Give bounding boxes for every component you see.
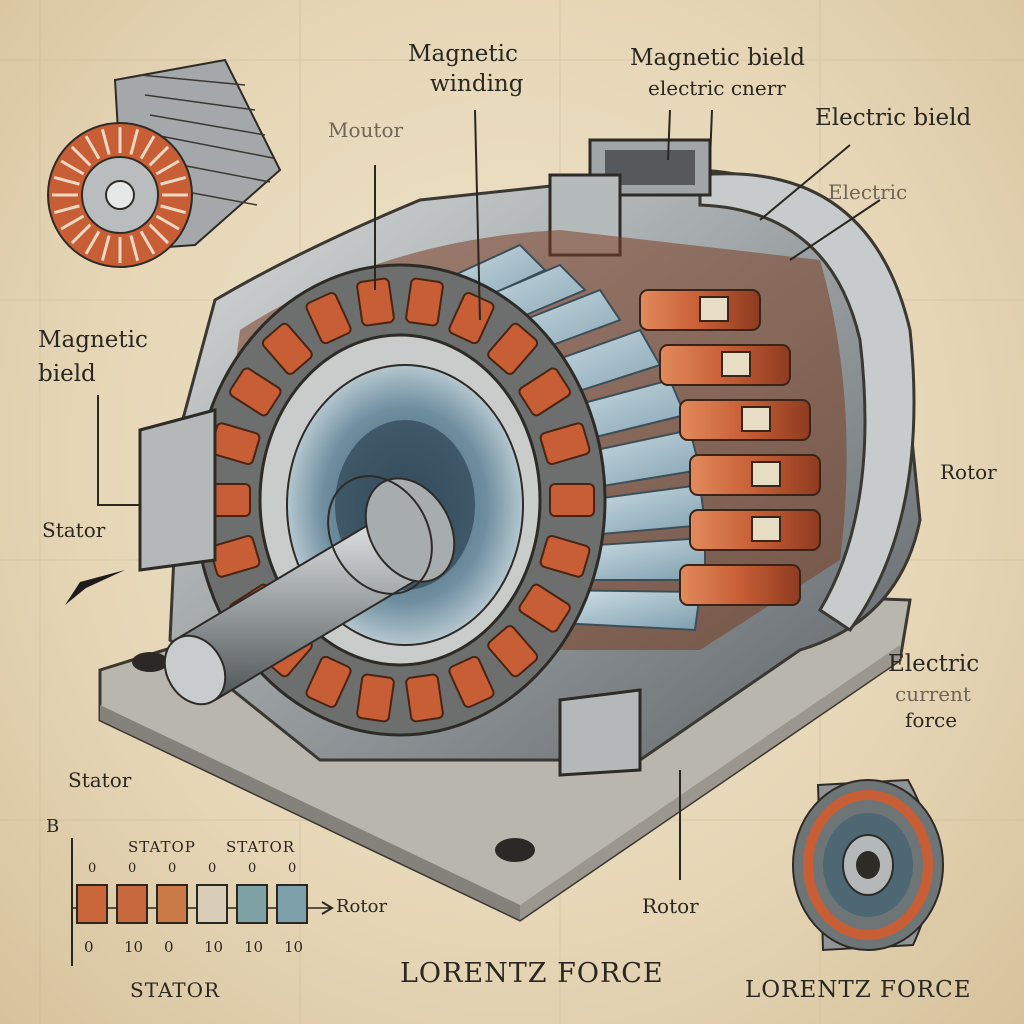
mini-stator-tooth — [160, 204, 187, 215]
label-magnetic-winding-2: winding — [430, 71, 524, 97]
label-magnetic-winding-1: Magnetic — [408, 41, 518, 67]
stator-winding-coil — [448, 655, 495, 708]
stator-winding-coil — [448, 292, 495, 345]
stator-winding-coil — [487, 322, 539, 375]
mount-foot-left — [138, 408, 217, 572]
legend-swatch — [196, 884, 228, 924]
legend-top-number: 0 — [128, 861, 137, 876]
legend-swatch — [116, 884, 148, 924]
end-ring — [698, 172, 916, 633]
small-stator-sketch — [47, 58, 282, 268]
mini-stator-tooth — [70, 145, 92, 167]
stator-winding-coil — [356, 673, 395, 723]
stator-winding-coil — [405, 673, 444, 723]
mini-stator-tooth — [84, 135, 101, 160]
legend-header-right: STATOR — [226, 838, 296, 856]
legend-swatch — [236, 884, 268, 924]
stator-winding-coil — [539, 422, 591, 465]
legend-bottom-number: 10 — [284, 938, 304, 956]
legend-panel: B STATOP STATOR 0 0 0 10 0 0 0 10 0 10 0 10 Rotor S… — [40, 816, 387, 1008]
mini-stator-tooth — [100, 235, 111, 262]
stator-winding-coil — [539, 535, 591, 578]
label-electric-cnerr: electric cnerr — [648, 76, 786, 100]
coil-terminals — [699, 296, 781, 542]
legend-swatch — [276, 884, 308, 924]
small-rotor-sketch — [792, 778, 944, 952]
legend-swatch-row: 0 0 0 10 0 0 0 10 0 10 0 10 — [76, 862, 316, 972]
stator-winding-coil — [518, 583, 571, 633]
mini-stator-tooth — [84, 230, 101, 255]
mini-stator-tooth — [155, 214, 180, 231]
label-lorentz-center: LORENTZ FORCE — [400, 958, 664, 989]
label-rotor-right: Rotor — [940, 460, 997, 484]
legend-top-number: 0 — [208, 861, 217, 876]
legend-top-number: 0 — [248, 861, 257, 876]
motor-shaft — [163, 475, 456, 706]
label-motor: Moutor — [328, 118, 404, 142]
mount-hole-left — [132, 652, 168, 672]
legend-rotor-label: Rotor — [336, 896, 388, 917]
legend-header-left: STATOP — [128, 838, 196, 856]
mini-stator-tooth — [129, 235, 140, 262]
legend-swatch — [76, 884, 108, 924]
mini-stator-tooth — [139, 230, 156, 255]
check-mark-icon — [65, 570, 125, 605]
mini-stator-tooth — [60, 159, 85, 176]
stator-winding-coil — [549, 483, 595, 517]
mini-stator-tooth — [129, 128, 140, 155]
stator-winding-coil — [229, 367, 282, 417]
label-electric-small: Electric — [828, 180, 908, 204]
label-current-right: current — [895, 682, 971, 706]
label-force-right: force — [905, 708, 958, 732]
label-magnetic-bield-left-1: Magnetic — [38, 327, 148, 353]
legend-top-number: 0 — [168, 861, 177, 876]
mini-stator-tooth — [60, 214, 85, 231]
label-stator-left: Stator — [42, 518, 106, 542]
mini-stator-tooth — [160, 175, 187, 186]
legend-bottom-number: 10 — [124, 938, 144, 956]
label-electric-right: Electric — [888, 651, 980, 677]
legend-bottom-number: 0 — [84, 938, 94, 956]
stator-winding-coil — [518, 367, 571, 417]
mini-stator-tooth — [155, 159, 180, 176]
mini-stator-tooth — [100, 128, 111, 155]
mini-stator-tooth — [53, 204, 80, 215]
label-magnetic-bield-left-2: bield — [38, 361, 96, 387]
stator-winding-coil — [487, 625, 539, 678]
mini-stator-tooth — [148, 223, 170, 245]
mini-stator-tooth — [70, 223, 92, 245]
stator-winding-coil — [261, 322, 313, 375]
mini-stator-tooth — [139, 135, 156, 160]
label-rotor-bottom: Rotor — [642, 894, 699, 918]
legend-bottom-number: 10 — [204, 938, 224, 956]
mount-foot-right — [558, 688, 642, 777]
legend-y-label: B — [46, 816, 60, 837]
label-electric-bield: Electric bield — [815, 105, 972, 131]
leader-lines — [97, 109, 881, 880]
stator-winding-coil — [356, 277, 395, 327]
stator-winding-coil — [305, 292, 352, 345]
legend-stator-label: STATOR — [130, 978, 221, 1002]
legend-bottom-number: 10 — [244, 938, 264, 956]
stator-winding-coil — [405, 277, 444, 327]
mini-stator-tooth — [53, 175, 80, 186]
stator-winding-coil — [209, 535, 261, 578]
legend-bottom-number: 0 — [164, 938, 174, 956]
mini-stator-tooth — [148, 145, 170, 167]
label-magnetic-bield-top: Magnetic bield — [630, 45, 805, 71]
mount-hole-bottom — [495, 838, 535, 862]
stator-winding-coil — [305, 655, 352, 708]
legend-top-number: 0 — [288, 861, 297, 876]
label-stator-mid-left: Stator — [68, 768, 132, 792]
legend-top-number: 0 — [88, 861, 97, 876]
legend-swatch — [156, 884, 188, 924]
label-lorentz-right: LORENTZ FORCE — [745, 977, 972, 1003]
